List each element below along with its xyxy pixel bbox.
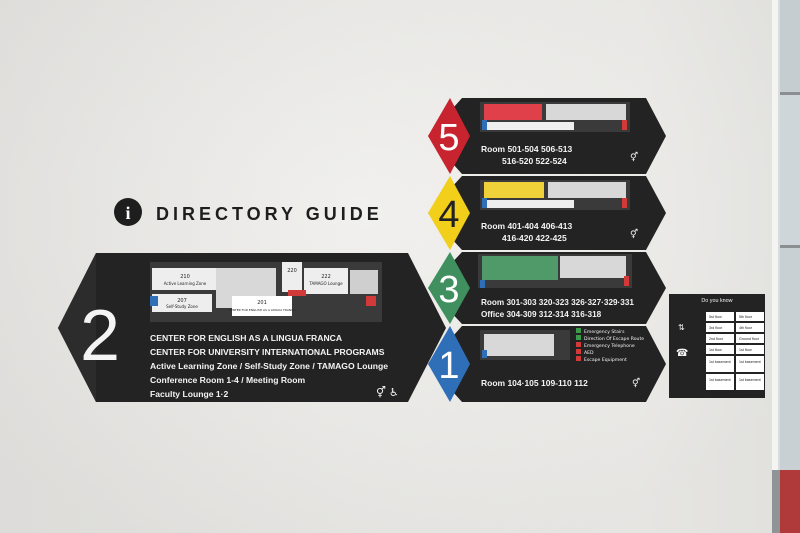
- floor-1-panel: 1 Emergency Stairs Direction Of Escape R…: [428, 326, 666, 402]
- page-title: DIRECTORY GUIDE: [156, 204, 383, 224]
- floor-4-panel: 4 Room 401-404 406-413 416-420 422-425 ⚥: [428, 176, 666, 250]
- svg-text:CENTER FOR ENGLISH AS A LINGUA: CENTER FOR ENGLISH AS A LINGUA FRANCA: [229, 308, 297, 312]
- svg-text:1st basement: 1st basement: [709, 378, 731, 382]
- floor-5-rooms-1: Room 501-504 506-513: [481, 144, 572, 154]
- svg-text:Emergency Telephone: Emergency Telephone: [584, 343, 635, 349]
- window: [772, 0, 800, 533]
- svg-text:4th floor: 4th floor: [739, 326, 753, 330]
- svg-text:TAMAGO Lounge: TAMAGO Lounge: [308, 281, 343, 286]
- elevator-icon: ⇅: [678, 323, 685, 332]
- floor-2-number: 2: [80, 296, 120, 376]
- svg-text:210: 210: [180, 274, 190, 280]
- svg-text:5th floor: 5th floor: [739, 315, 753, 319]
- svg-text:220: 220: [287, 268, 297, 274]
- info-icon-glyph: i: [125, 203, 130, 223]
- floor-5-number: 5: [438, 117, 459, 159]
- svg-text:207: 207: [177, 298, 187, 304]
- svg-text:Ground floor: Ground floor: [739, 337, 760, 341]
- floor-3-badge: [428, 252, 470, 324]
- svg-text:1st floor: 1st floor: [739, 348, 753, 352]
- floor-5-badge: [428, 98, 470, 174]
- floor-2-line-5: Faculty Lounge 1·2: [150, 389, 229, 399]
- floor-5-restroom-icon: ⚥: [630, 151, 638, 163]
- svg-text:201: 201: [257, 300, 267, 306]
- floor-3-rooms-2: Office 304-309 312-314 316-318: [481, 310, 602, 319]
- floor-5-panel: 5 Room 501-504 506-513 516-520 522-524 ⚥: [428, 98, 666, 174]
- svg-text:Direction Of Escape Route: Direction Of Escape Route: [584, 336, 644, 342]
- floor-3-number: 3: [438, 269, 459, 311]
- floor-1-number: 1: [438, 345, 459, 387]
- svg-text:Emergency Stairs: Emergency Stairs: [584, 329, 625, 335]
- do-you-know-panel: Do you know ⇅ ☎ 5st floor 5th floor 3rd …: [669, 294, 765, 398]
- floor-2-panel: 2 210 Active Learning Zone 207 Self-Stud…: [58, 253, 446, 402]
- floor-2-line-3: Active Learning Zone / Self-Study Zone /…: [150, 361, 388, 371]
- window-red-structure: [780, 470, 800, 533]
- svg-text:1st basement: 1st basement: [739, 378, 761, 382]
- floor-4-rooms-1: Room 401-404 406-413: [481, 221, 572, 231]
- floor-3-rooms-1: Room 301-303 320-323 326·327·329·331: [481, 298, 634, 307]
- floor-1-legend: Emergency Stairs Direction Of Escape Rou…: [576, 328, 644, 363]
- floor-2-line-4: Conference Room 1-4 / Meeting Room: [150, 375, 306, 385]
- floor-1-rooms-1: Room 104·105 109-110 112: [481, 378, 588, 388]
- restroom-icon: ⚥: [376, 386, 386, 399]
- floor-1-badge: [428, 326, 470, 402]
- floor-4-number: 4: [438, 194, 459, 236]
- svg-text:2nd floor: 2nd floor: [709, 337, 724, 341]
- floor-2-line-1: CENTER FOR ENGLISH AS A LINGUA FRANCA: [150, 333, 342, 343]
- floor-4-badge: [428, 176, 470, 250]
- svg-text:Active Learning Zone: Active Learning Zone: [164, 281, 207, 286]
- svg-text:AED: AED: [584, 350, 594, 356]
- floor-5-rooms-2: 516-520 522-524: [502, 156, 567, 166]
- floor-2-line-2: CENTER FOR UNIVERSITY INTERNATIONAL PROG…: [150, 347, 385, 357]
- wheelchair-icon: ♿: [389, 386, 399, 399]
- floor-4-restroom-icon: ⚥: [630, 228, 638, 240]
- svg-text:5st floor: 5st floor: [709, 315, 723, 319]
- svg-text:Escape Equipment: Escape Equipment: [584, 357, 627, 363]
- svg-text:1st basement: 1st basement: [739, 360, 761, 364]
- svg-text:1st floor: 1st floor: [709, 348, 723, 352]
- info-icon: [114, 198, 142, 226]
- svg-text:222: 222: [321, 274, 331, 280]
- svg-text:3rd floor: 3rd floor: [709, 326, 723, 330]
- floor-3-panel: 3 Room 301-303 320-323 326·327·329·331 O…: [428, 252, 666, 324]
- svg-text:1st basement: 1st basement: [709, 360, 731, 364]
- svg-text:Self-Study Zone: Self-Study Zone: [166, 304, 198, 309]
- emergency-icon: ☎: [676, 348, 688, 359]
- floor-4-rooms-2: 416-420 422-425: [502, 233, 567, 243]
- floor-1-restroom-icon: ⚥: [632, 377, 640, 389]
- do-you-know-title: Do you know: [701, 298, 732, 304]
